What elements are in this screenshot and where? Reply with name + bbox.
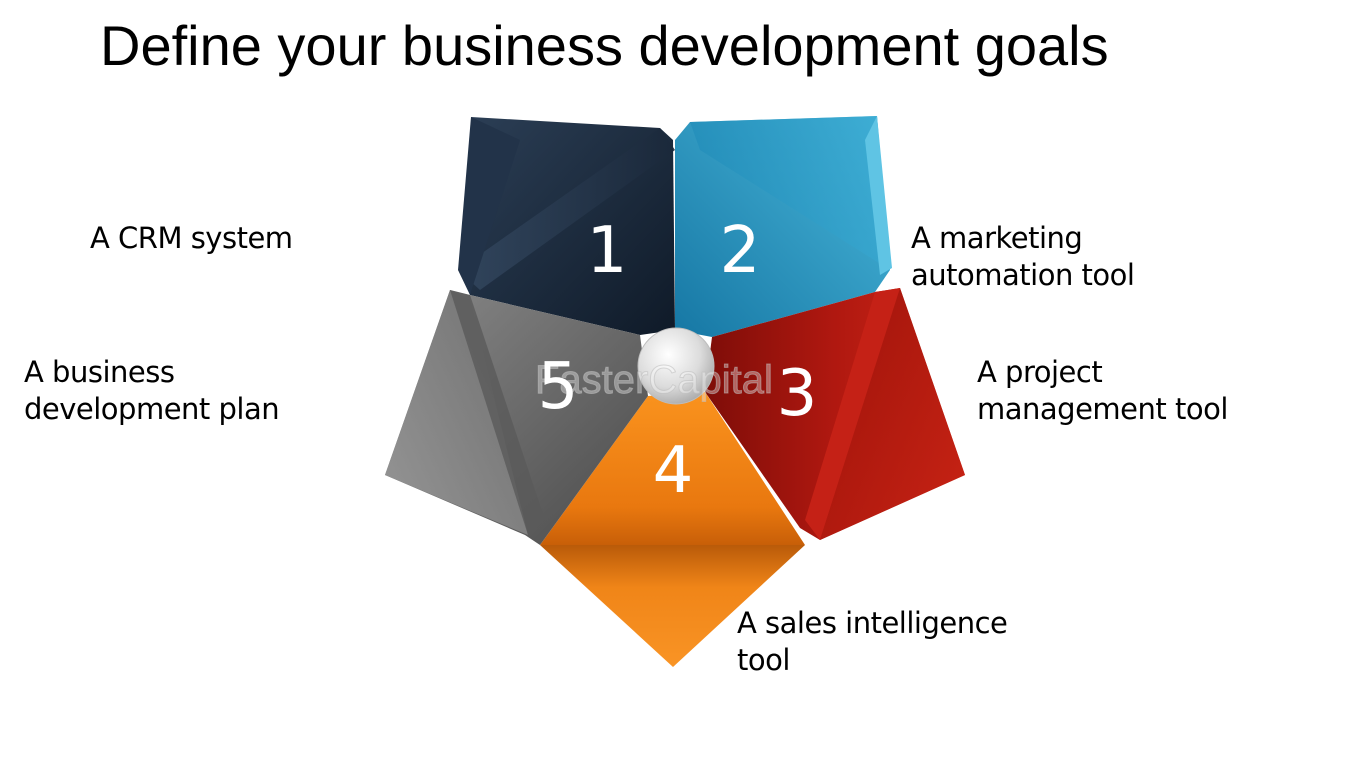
label-line: development plan	[24, 392, 280, 426]
label-marketing-automation-tool: A marketing automation tool	[911, 220, 1135, 294]
segment-2	[675, 116, 892, 337]
center-circle	[637, 327, 715, 405]
segment-1	[458, 117, 675, 335]
label-line: A CRM system	[90, 221, 293, 255]
label-sales-intelligence-tool: A sales intelligence tool	[737, 605, 1008, 679]
label-crm-system: A CRM system	[90, 220, 293, 257]
label-line: A sales intelligence	[737, 606, 1008, 640]
segment-4-number: 4	[653, 434, 694, 508]
segment-3-number: 3	[777, 357, 818, 431]
segment-5	[385, 290, 648, 545]
label-line: management tool	[977, 392, 1228, 426]
label-line: A marketing	[911, 221, 1083, 255]
label-project-management-tool: A project management tool	[977, 354, 1228, 428]
segment-4	[540, 392, 805, 667]
segment-2-number: 2	[720, 214, 761, 288]
label-line: tool	[737, 643, 790, 677]
segment-5-number: 5	[538, 350, 579, 424]
page-title: Define your business development goals	[100, 14, 1109, 77]
label-line: automation tool	[911, 258, 1135, 292]
watermark: FasterCapital	[535, 358, 773, 402]
segment-1-number: 1	[587, 214, 628, 288]
label-business-development-plan: A business development plan	[24, 354, 280, 428]
label-line: A business	[24, 355, 175, 389]
label-line: A project	[977, 355, 1103, 389]
segment-3	[705, 288, 965, 540]
